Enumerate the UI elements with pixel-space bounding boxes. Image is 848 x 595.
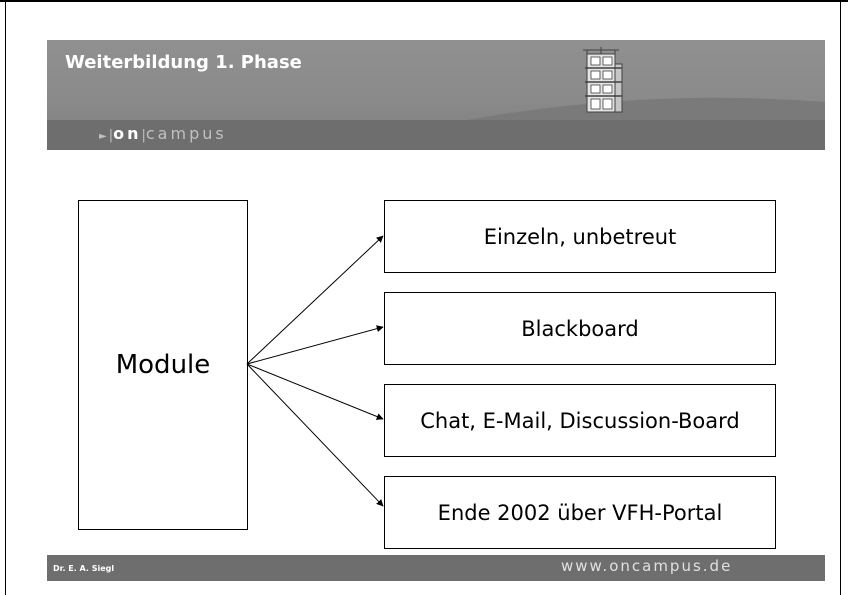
building-logo-icon	[583, 47, 623, 113]
target-label: Ende 2002 über VFH-Portal	[437, 500, 723, 525]
arrow-icon: ►	[99, 131, 107, 142]
module-label: Module	[115, 350, 211, 380]
slide: Weiterbildung 1. Phase ►|on|campus Mod	[47, 40, 825, 581]
target-label: Einzeln, unbetreut	[483, 224, 677, 249]
brand-separator: |	[141, 128, 146, 143]
target-box-einzeln: Einzeln, unbetreut	[384, 200, 776, 273]
website-url: www.oncampus.de	[561, 557, 733, 575]
module-box: Module	[78, 200, 248, 530]
target-box-chat: Chat, E-Mail, Discussion-Board	[384, 384, 776, 457]
target-label: Blackboard	[521, 316, 639, 341]
connector-arrow	[246, 363, 384, 420]
brand-on: on	[113, 124, 142, 143]
target-box-vfh-portal: Ende 2002 über VFH-Portal	[384, 476, 776, 549]
slide-header: Weiterbildung 1. Phase ►|on|campus	[47, 40, 825, 150]
connector-arrow	[246, 363, 384, 507]
brand-separator: |	[108, 128, 114, 143]
header-swoosh	[47, 97, 825, 120]
frame-left-border	[5, 0, 6, 595]
connector-arrow	[246, 235, 384, 365]
author-label: Dr. E. A. Siegl	[53, 564, 115, 573]
target-label: Chat, E-Mail, Discussion-Board	[420, 408, 740, 433]
brand-bar	[47, 120, 825, 150]
brand-campus: campus	[145, 124, 227, 143]
frame-right-border	[840, 0, 841, 595]
slide-title: Weiterbildung 1. Phase	[65, 52, 302, 73]
frame-top-border	[0, 0, 848, 2]
connector-arrow	[246, 325, 384, 365]
target-box-blackboard: Blackboard	[384, 292, 776, 365]
slide-footer: Dr. E. A. Siegl www.oncampus.de	[47, 555, 825, 581]
brand-logo: ►|on|campus	[99, 124, 227, 143]
